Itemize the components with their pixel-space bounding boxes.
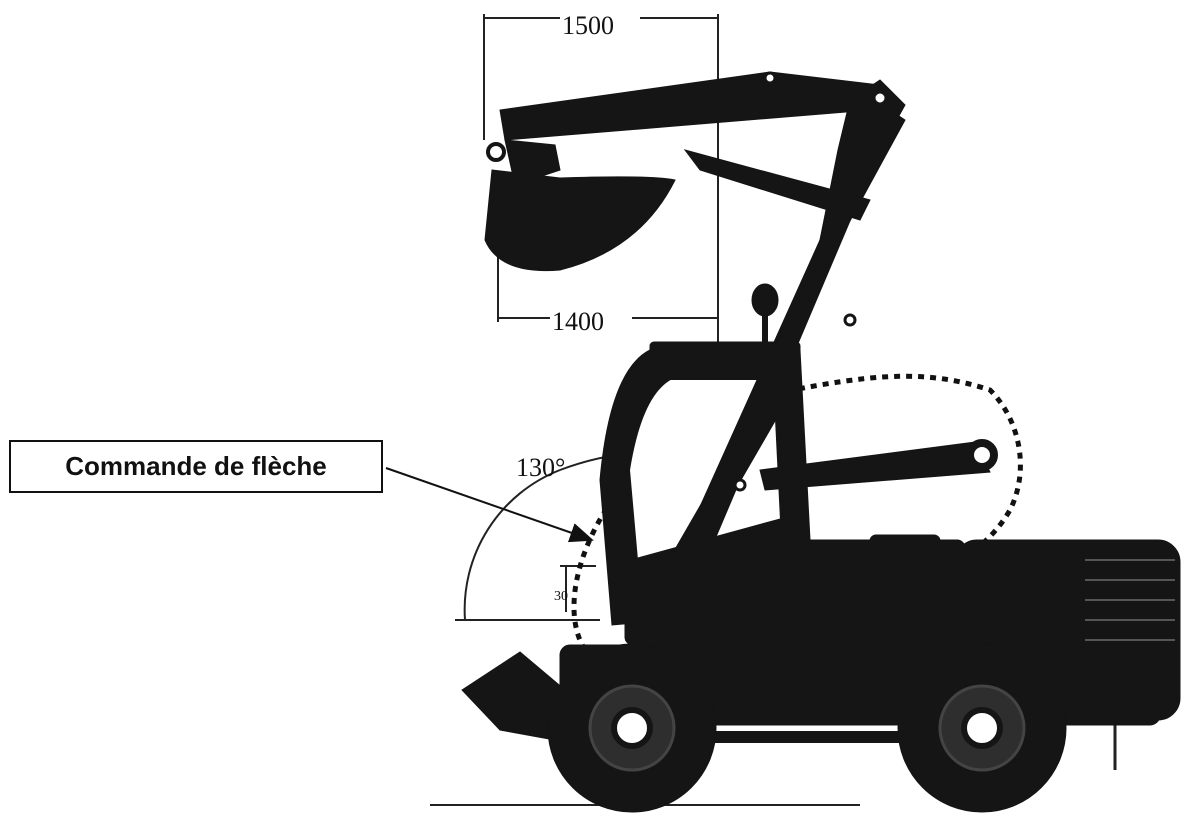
excavator-illustration	[430, 71, 1181, 813]
arrow-icon	[385, 467, 594, 543]
angle-label: 130°	[516, 453, 565, 482]
dim-label-1500: 1500	[562, 11, 614, 40]
small-dim-label: 30	[554, 589, 568, 604]
callout-label-box: Commande de flèche	[9, 440, 383, 493]
callout-label: Commande de flèche	[65, 451, 327, 481]
dim-label-1400: 1400	[552, 307, 604, 336]
